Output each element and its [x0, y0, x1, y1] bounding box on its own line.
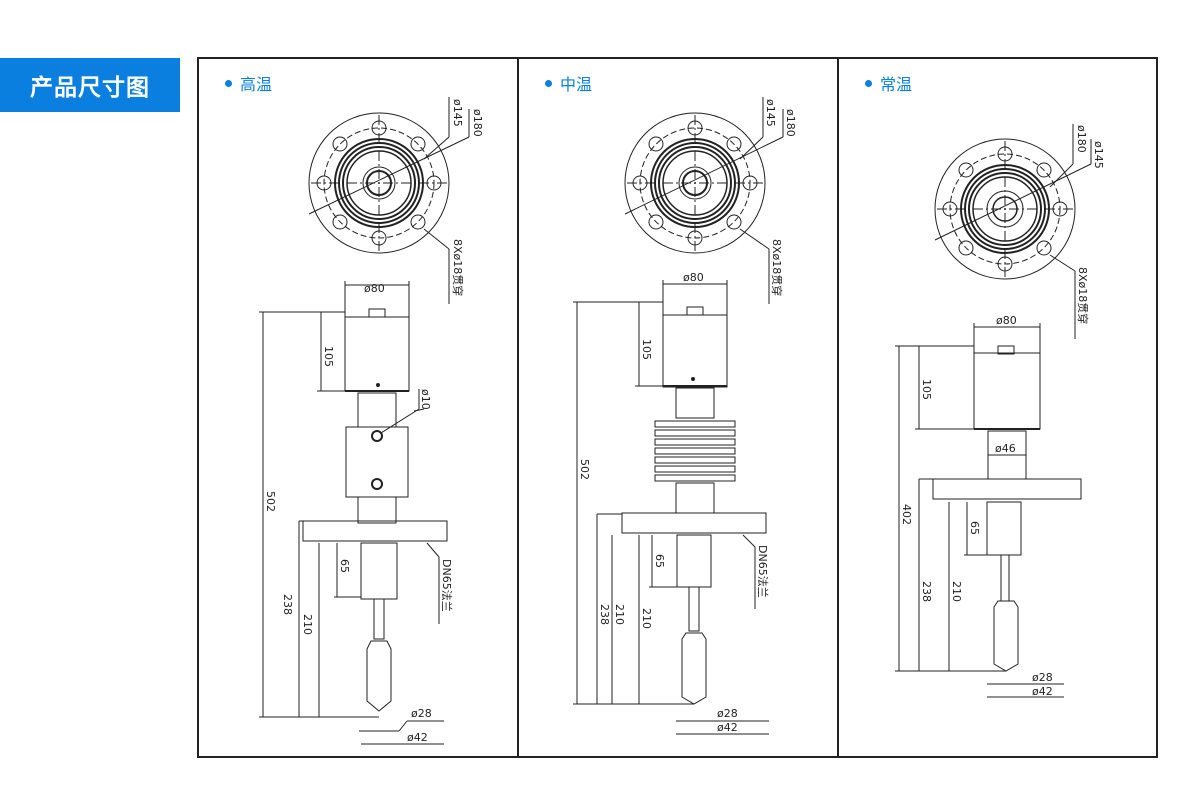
bullet-icon: [545, 79, 552, 87]
dim-stem: 65: [338, 559, 351, 573]
panel-high-temp: 高温: [199, 59, 519, 756]
drawing-frame: 高温: [197, 57, 1158, 758]
flange-label: DN65法兰: [756, 545, 770, 598]
panel-label: 高温: [225, 71, 272, 95]
dim-head-diameter: ø80: [364, 282, 385, 295]
dim-tube-diameter: ø42: [1032, 685, 1053, 698]
dim-bolt-circle: ø145: [451, 99, 464, 127]
flange-top-view: [308, 97, 470, 304]
dim-total-length: 502: [578, 459, 591, 480]
dim-float-diameter: ø28: [1032, 671, 1053, 684]
bullet-icon: [865, 79, 872, 87]
mid-temp-drawing: ø145 ø180 8Xø18贯穿: [573, 97, 797, 735]
dim-bolt-circle: ø145: [764, 99, 777, 127]
dim-port-diameter: ø10: [419, 389, 432, 410]
dim-bolt-circle: ø145: [1092, 141, 1105, 169]
panel-label-text: 中温: [560, 75, 593, 94]
panel-label: 常温: [865, 71, 912, 95]
panel-label-text: 常温: [880, 75, 913, 94]
panel-label-text: 高温: [240, 75, 273, 94]
dim-outer-diameter: ø180: [471, 109, 484, 137]
dim-total-length: 502: [264, 491, 277, 512]
dim-head-diameter: ø80: [683, 271, 704, 284]
dim-holes: 8Xø18贯穿: [451, 239, 465, 296]
dim-below-flange: 210: [950, 581, 963, 602]
dim-below-flange-2: 210: [640, 608, 653, 629]
dim-flange-to-tip: 238: [598, 604, 611, 625]
flange-label: DN65法兰: [440, 559, 454, 612]
high-temp-drawing: ø145 ø180 8Xø18贯穿: [259, 97, 484, 745]
panel-mid-temp: 中温: [519, 59, 839, 756]
dim-float-diameter: ø28: [411, 707, 432, 720]
dim-stem: 65: [968, 521, 981, 535]
side-view: [259, 281, 448, 745]
flange-top-view: [934, 124, 1092, 339]
page-title: 产品尺寸图: [0, 58, 180, 112]
dim-total-length: 402: [900, 504, 913, 525]
dim-below-flange: 210: [301, 614, 314, 635]
panel-room-temp: 常温: [839, 59, 1158, 756]
dim-outer-diameter: ø180: [1075, 125, 1088, 153]
dim-below-flange: 210: [613, 604, 626, 625]
room-temp-drawing: ø180 ø145 8Xø18贯穿: [895, 124, 1105, 698]
dim-holes: 8Xø18贯穿: [770, 239, 784, 296]
dim-tube-diameter: ø42: [717, 721, 738, 734]
dim-holes: 8Xø18贯穿: [1076, 267, 1090, 324]
dim-head-height: 105: [322, 346, 335, 367]
dim-flange-to-tip: 238: [920, 581, 933, 602]
dim-neck-diameter: ø46: [995, 442, 1016, 455]
flange-top-view: [624, 97, 784, 304]
cooling-fins: [654, 420, 736, 482]
side-view: [573, 280, 769, 735]
panel-label: 中温: [545, 71, 592, 95]
dim-flange-to-tip: 238: [281, 594, 294, 615]
bullet-icon: [225, 79, 232, 87]
dim-outer-diameter: ø180: [784, 109, 797, 137]
dim-float-diameter: ø28: [717, 707, 738, 720]
dim-stem: 65: [653, 554, 666, 568]
dim-tube-diameter: ø42: [407, 731, 428, 744]
dim-head-height: 105: [640, 339, 653, 360]
dim-head-diameter: ø80: [996, 314, 1017, 327]
dim-head-height: 105: [920, 379, 933, 400]
side-view: [895, 323, 1082, 698]
